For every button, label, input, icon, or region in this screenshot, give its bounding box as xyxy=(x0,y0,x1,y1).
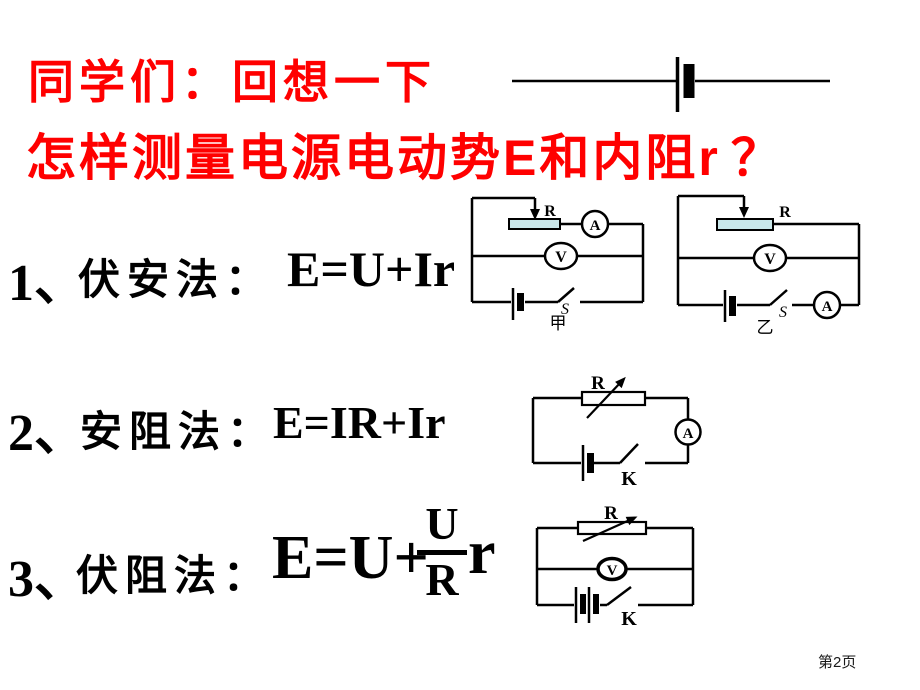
rheostat-rect xyxy=(508,218,561,230)
battery-cell xyxy=(723,290,736,322)
ammeter-circle xyxy=(674,418,702,446)
method-2-name: 安阻法： xyxy=(80,410,277,456)
resistor-arrowhead-icon xyxy=(615,376,626,389)
circuit-caption: 甲 xyxy=(550,314,567,333)
circuit-jia-wires xyxy=(470,196,645,304)
switch-label: K xyxy=(621,608,637,630)
battery-cell-2 xyxy=(587,587,599,623)
switch-blade xyxy=(619,443,639,464)
title-question-mark: ？ xyxy=(730,130,784,186)
voltmeter-ellipse xyxy=(596,556,628,582)
method-1-name: 伏安法： xyxy=(78,258,275,304)
method-1-formula: E=U+Ir xyxy=(287,241,456,297)
switch-blade xyxy=(606,586,632,606)
resistor-label: R xyxy=(604,503,618,524)
page-number: 第2页 xyxy=(818,654,857,671)
ammeter-label: A xyxy=(590,218,601,234)
resistor-arrowhead-icon xyxy=(625,516,638,526)
method-1-number: 1、 xyxy=(8,255,87,312)
fraction-numerator: U xyxy=(425,498,459,549)
battery-cell xyxy=(581,445,594,481)
battery-cell-1 xyxy=(574,587,586,623)
title-symbol-E: E xyxy=(503,130,540,186)
ammeter-label: A xyxy=(822,299,833,315)
title-line2-cn2: 和内阻 xyxy=(539,130,699,186)
fraction-denominator: R xyxy=(425,553,459,605)
ammeter-circle xyxy=(812,290,842,320)
circuit-diagram-anzu: R A K xyxy=(531,373,702,490)
battery-cell xyxy=(675,57,695,112)
wiper-arrow-icon xyxy=(739,207,749,218)
resistor-label: R xyxy=(591,373,605,394)
method-2-formula: E=IR+Ir xyxy=(273,397,446,448)
rheostat-label: R xyxy=(544,203,556,220)
method-3-formula-fraction: U R xyxy=(413,498,471,605)
rheostat-rect xyxy=(716,218,774,231)
method-2-number: 2、 xyxy=(8,405,87,462)
battery-cell xyxy=(511,288,524,320)
voltmeter-label: V xyxy=(607,563,618,579)
voltmeter-ellipse xyxy=(543,241,579,271)
method-3-formula-suffix: r xyxy=(468,519,496,587)
title-line-2: 怎样测量电源电动势E和内阻r？ xyxy=(26,118,784,190)
voltmeter-label: V xyxy=(764,251,776,268)
title-line2-cn1: 怎样测量电源电动势 xyxy=(26,130,503,186)
resistor-arrow xyxy=(586,381,622,419)
resistor-arrow xyxy=(582,517,633,543)
circuit-anzu-wires xyxy=(531,396,690,465)
circuit-diagram-jia: R A V S 甲 xyxy=(470,196,645,333)
ammeter-circle xyxy=(580,209,610,239)
circuit-diagram-yi: R V S A 乙 xyxy=(676,194,861,337)
switch-blade xyxy=(557,287,575,303)
ammeter-label: A xyxy=(683,426,694,442)
method-3-formula-prefix: E=U+ xyxy=(272,524,429,592)
switch-blade xyxy=(769,289,788,306)
switch-label: K xyxy=(621,468,637,490)
voltmeter-label: V xyxy=(555,249,567,266)
variable-resistor-rect xyxy=(580,390,647,407)
battery-symbol-figure xyxy=(512,57,830,112)
title-symbol-r: r xyxy=(698,130,721,186)
circuit-caption: 乙 xyxy=(757,318,774,337)
circuit-diagram-fuzu: R V K xyxy=(535,503,695,630)
method-3-name: 伏阻法： xyxy=(76,554,273,600)
fraction-bar xyxy=(417,550,467,555)
switch-label: S xyxy=(779,304,787,321)
switch-label: S xyxy=(561,301,569,318)
wiper-arrow-icon xyxy=(530,209,540,220)
method-3-number: 3、 xyxy=(8,551,87,608)
voltmeter-ellipse xyxy=(752,243,788,273)
rheostat-label: R xyxy=(779,204,791,221)
title-line-1: 同学们：回想一下 xyxy=(28,57,436,108)
